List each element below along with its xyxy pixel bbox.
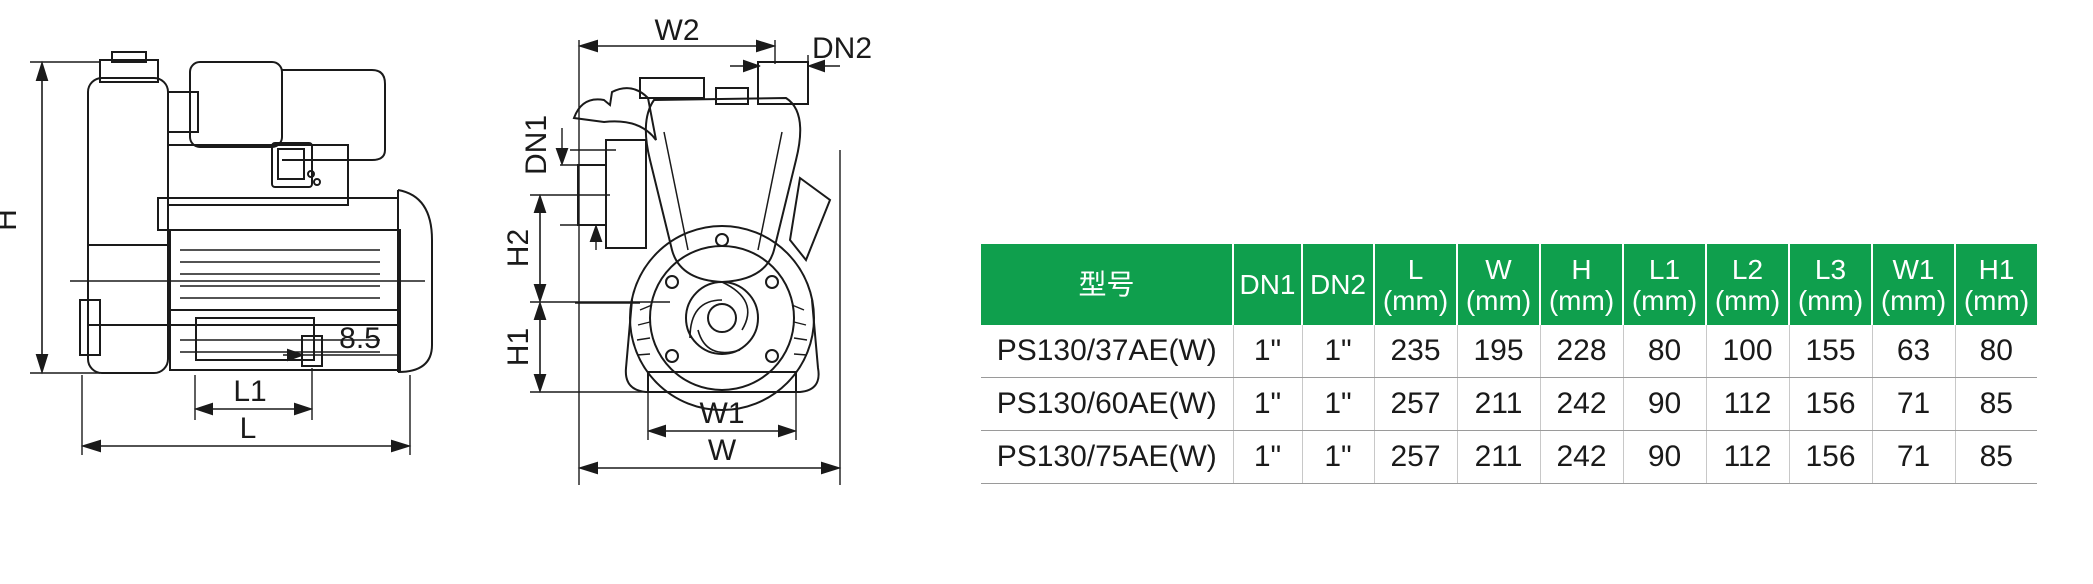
cell-l: 257 bbox=[1373, 430, 1457, 484]
cell-w1: 71 bbox=[1871, 430, 1955, 484]
table-header-row: 型号 DN1 DN2 L(mm) W(mm) H(mm) L1(mm) L2(m… bbox=[981, 244, 2037, 325]
cell-l: 257 bbox=[1373, 377, 1457, 431]
label-l1: L1 bbox=[233, 375, 266, 408]
cell-model: PS130/75AE(W) bbox=[981, 430, 1233, 484]
cell-l: 235 bbox=[1373, 325, 1457, 378]
header-model: 型号 bbox=[981, 244, 1233, 325]
table-row: PS130/75AE(W) 1" 1" 257 211 242 90 112 1… bbox=[981, 430, 2037, 484]
table-row: PS130/37AE(W) 1" 1" 235 195 228 80 100 1… bbox=[981, 325, 2037, 378]
dimension-w2 bbox=[577, 39, 777, 64]
cell-w: 211 bbox=[1456, 377, 1540, 431]
cell-model: PS130/60AE(W) bbox=[981, 377, 1233, 431]
cell-l1: 90 bbox=[1622, 377, 1706, 431]
cell-h1: 85 bbox=[1954, 377, 2037, 431]
label-w: W bbox=[708, 434, 737, 467]
dimension-dn2 bbox=[730, 55, 840, 73]
cell-l1: 80 bbox=[1622, 325, 1706, 378]
dimension-l1 bbox=[193, 368, 314, 420]
dimension-h1 bbox=[530, 300, 648, 394]
header-w1: W1(mm) bbox=[1871, 244, 1955, 325]
table-row: PS130/60AE(W) 1" 1" 257 211 242 90 112 1… bbox=[981, 377, 2037, 431]
cell-w1: 71 bbox=[1871, 377, 1955, 431]
cell-h: 228 bbox=[1539, 325, 1623, 378]
cell-l2: 100 bbox=[1705, 325, 1789, 378]
header-h1: H1(mm) bbox=[1954, 244, 2037, 325]
dimension-w1 bbox=[646, 392, 798, 440]
header-l3: L3(mm) bbox=[1788, 244, 1872, 325]
dimension-h bbox=[30, 60, 100, 375]
header-w: W(mm) bbox=[1456, 244, 1540, 325]
cell-w: 195 bbox=[1456, 325, 1540, 378]
label-w1: W1 bbox=[700, 397, 745, 430]
label-h: H bbox=[0, 209, 23, 231]
pump-front-body bbox=[570, 61, 832, 411]
label-w2: W2 bbox=[655, 14, 700, 47]
cell-w: 211 bbox=[1456, 430, 1540, 484]
cell-model: PS130/37AE(W) bbox=[981, 325, 1233, 378]
dimension-l bbox=[80, 375, 412, 455]
cell-h1: 85 bbox=[1954, 430, 2037, 484]
label-l: L bbox=[240, 412, 257, 445]
label-h2: H2 bbox=[502, 229, 535, 267]
label-offset: 8.5 bbox=[339, 322, 381, 355]
pump-side-body bbox=[79, 51, 433, 374]
label-dn1: DN1 bbox=[520, 115, 553, 175]
cell-l3: 155 bbox=[1788, 325, 1872, 378]
header-l: L(mm) bbox=[1373, 244, 1457, 325]
cell-dn2: 1" bbox=[1301, 430, 1374, 484]
spec-table: 型号 DN1 DN2 L(mm) W(mm) H(mm) L1(mm) L2(m… bbox=[981, 244, 2037, 484]
cell-dn2: 1" bbox=[1301, 377, 1374, 431]
cell-dn1: 1" bbox=[1232, 377, 1302, 431]
pump-side-view-drawing bbox=[30, 51, 433, 455]
cell-l2: 112 bbox=[1705, 377, 1789, 431]
dimension-h2 bbox=[530, 193, 670, 304]
cell-dn1: 1" bbox=[1232, 430, 1302, 484]
cell-l2: 112 bbox=[1705, 430, 1789, 484]
label-h1: H1 bbox=[502, 328, 535, 366]
dimension-w bbox=[577, 40, 842, 485]
header-dn1: DN1 bbox=[1232, 244, 1302, 325]
cell-dn2: 1" bbox=[1301, 325, 1374, 378]
cell-l1: 90 bbox=[1622, 430, 1706, 484]
dimension-offset bbox=[283, 348, 398, 362]
cell-l3: 156 bbox=[1788, 430, 1872, 484]
header-dn2: DN2 bbox=[1301, 244, 1374, 325]
dimension-dn1 bbox=[555, 128, 603, 250]
header-l2: L2(mm) bbox=[1705, 244, 1789, 325]
cell-dn1: 1" bbox=[1232, 325, 1302, 378]
cell-l3: 156 bbox=[1788, 377, 1872, 431]
cell-w1: 63 bbox=[1871, 325, 1955, 378]
cell-h1: 80 bbox=[1954, 325, 2037, 378]
header-l1: L1(mm) bbox=[1622, 244, 1706, 325]
pump-front-view-drawing bbox=[530, 39, 842, 485]
header-h: H(mm) bbox=[1539, 244, 1623, 325]
label-dn2: DN2 bbox=[812, 32, 872, 65]
cell-h: 242 bbox=[1539, 377, 1623, 431]
cell-h: 242 bbox=[1539, 430, 1623, 484]
